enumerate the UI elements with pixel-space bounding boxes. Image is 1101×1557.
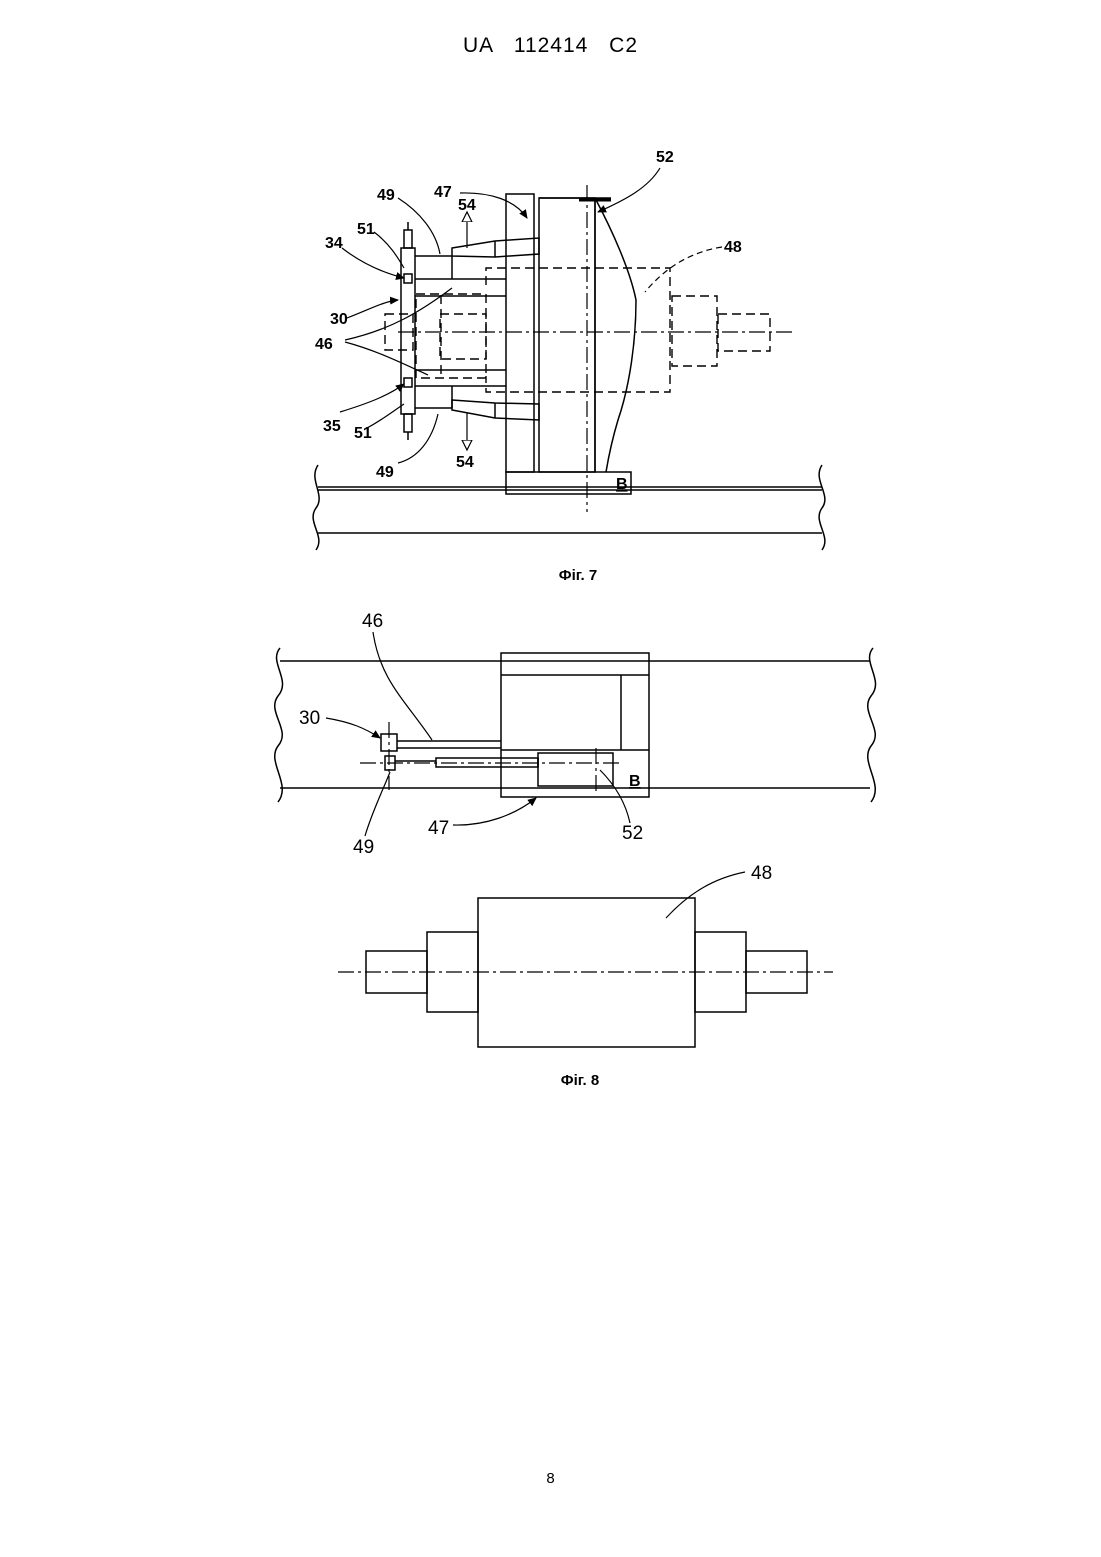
fig8-label-46: 46	[362, 611, 383, 632]
fig8-machine	[501, 653, 649, 797]
fig8-labels: 46 30 B 49 47 52	[299, 611, 643, 858]
fig7-label-30: 30	[330, 311, 348, 328]
fig7-label-46: 46	[315, 336, 333, 353]
fig8-floor	[275, 648, 876, 802]
fig8-caption: Фіг. 8	[561, 1072, 599, 1089]
page-number: 8	[0, 1470, 1101, 1487]
fig7-label-47: 47	[434, 184, 452, 201]
fig7-label-49-top: 49	[377, 187, 395, 204]
fig8-leaders	[326, 632, 630, 836]
figure-8: 46 30 B 49 47 52 48 Фіг. 8	[275, 611, 876, 1089]
fig7-label-52: 52	[656, 149, 674, 166]
fig7-label-34: 34	[325, 235, 343, 252]
fig7-label-54-top: 54	[458, 197, 476, 214]
fig7-label-48: 48	[724, 239, 742, 256]
fig7-label-49-bottom: 49	[376, 464, 394, 481]
fig7-hidden-lines	[385, 268, 770, 392]
fig8-device	[381, 734, 538, 770]
fig7-label-54-bottom: 54	[456, 454, 474, 471]
fig8-label-47: 47	[428, 818, 449, 839]
fig7-label-35: 35	[323, 418, 341, 435]
fig8-label-49: 49	[353, 837, 374, 858]
fig8-label-b: B	[629, 773, 641, 790]
fig8-roll-48	[338, 872, 833, 1047]
fig7-label-b: B	[616, 476, 628, 493]
fig8-label-30: 30	[299, 708, 320, 729]
fig8-label-48: 48	[751, 863, 772, 884]
fig8-roll-labels: 48 Фіг. 8	[561, 863, 772, 1089]
fig7-leaders	[340, 168, 722, 463]
fig7-caption: Фіг. 7	[559, 567, 597, 584]
figure-7: 52 47 49 54 48 51 34 30 46 35 51 49 54 B…	[313, 149, 825, 584]
fig7-label-51-top: 51	[357, 221, 375, 238]
fig8-label-52: 52	[622, 823, 643, 844]
fig7-label-51-bottom: 51	[354, 425, 372, 442]
